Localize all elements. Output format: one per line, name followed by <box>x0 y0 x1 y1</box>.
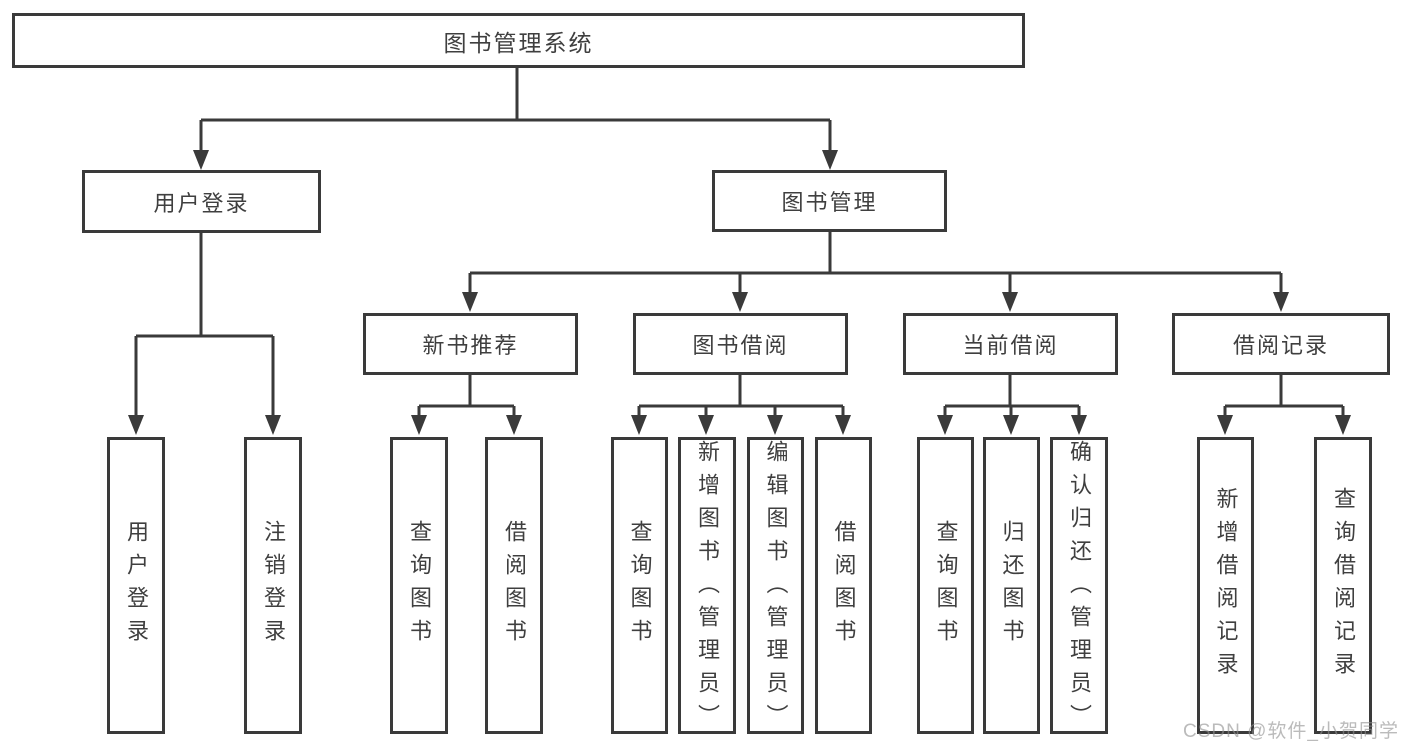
leaf-confirm-return-admin: 确认归还（管理员） <box>1050 437 1108 737</box>
leaf-borrow-book-1-label: 借阅图书 <box>502 519 527 652</box>
arrowheads <box>128 150 1351 435</box>
node-root-label: 图书管理系统 <box>443 29 594 56</box>
node-user-login-group-label: 用户登录 <box>153 190 250 216</box>
leaf-query-borrow-record-label: 查询借阅记录 <box>1331 486 1356 685</box>
node-user-login-group: 用户登录 <box>82 170 321 233</box>
node-new-book-recommend: 新书推荐 <box>363 313 578 375</box>
leaf-add-book-admin: 新增图书（管理员） <box>678 437 736 737</box>
leaf-borrow-book-2: 借阅图书 <box>815 437 872 734</box>
leaf-edit-book-admin: 编辑图书（管理员） <box>747 437 804 737</box>
leaf-add-borrow-record-label: 新增借阅记录 <box>1213 486 1239 685</box>
leaf-query-book-2: 查询图书 <box>611 437 668 734</box>
leaf-query-book-1-label: 查询图书 <box>407 519 432 652</box>
leaf-query-borrow-record: 查询借阅记录 <box>1314 437 1372 734</box>
leaf-add-borrow-record: 新增借阅记录 <box>1197 437 1254 734</box>
node-root: 图书管理系统 <box>12 13 1025 68</box>
leaf-user-login: 用户登录 <box>107 437 165 734</box>
node-borrow-record: 借阅记录 <box>1172 313 1390 375</box>
leaf-query-book-1: 查询图书 <box>390 437 448 734</box>
leaf-user-login-label: 用户登录 <box>124 519 149 652</box>
node-current-borrow: 当前借阅 <box>903 313 1118 375</box>
node-book-management: 图书管理 <box>712 170 947 232</box>
node-borrow-record-label: 借阅记录 <box>1232 333 1329 358</box>
leaf-query-book-3: 查询图书 <box>917 437 974 734</box>
leaf-confirm-return-admin-label: 确认归还（管理员） <box>1067 440 1092 737</box>
leaf-logout: 注销登录 <box>244 437 302 734</box>
leaf-return-book: 归还图书 <box>983 437 1040 734</box>
leaf-logout-label: 注销登录 <box>261 519 286 652</box>
leaf-add-book-admin-label: 新增图书（管理员） <box>695 440 720 737</box>
node-book-borrow-label: 图书借阅 <box>692 333 789 358</box>
leaf-borrow-book-1: 借阅图书 <box>485 437 543 734</box>
node-book-management-label: 图书管理 <box>781 190 878 215</box>
leaf-query-book-3-label: 查询图书 <box>933 519 959 652</box>
csdn-watermark: CSDN @软件_小贺同学 <box>1183 721 1399 742</box>
leaf-edit-book-admin-label: 编辑图书（管理员） <box>763 440 789 737</box>
leaf-query-book-2-label: 查询图书 <box>627 519 653 652</box>
node-book-borrow: 图书借阅 <box>633 313 848 375</box>
node-current-borrow-label: 当前借阅 <box>962 333 1059 358</box>
node-new-book-recommend-label: 新书推荐 <box>422 333 519 358</box>
leaf-return-book-label: 归还图书 <box>999 519 1025 652</box>
leaf-borrow-book-2-label: 借阅图书 <box>831 519 857 652</box>
